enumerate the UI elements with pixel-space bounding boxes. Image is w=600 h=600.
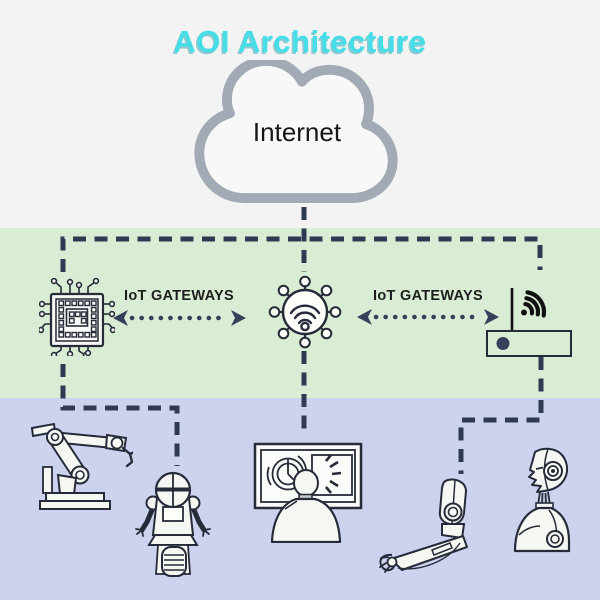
claw-hand	[379, 553, 398, 573]
internet-cloud-icon	[194, 60, 398, 204]
operator-screen-icon	[253, 442, 363, 543]
iot-hub-icon	[268, 275, 342, 349]
internet-label: Internet	[252, 117, 342, 147]
gripper	[121, 446, 133, 468]
router-icon	[486, 288, 572, 357]
microchip-icon	[39, 278, 115, 356]
wifi-icon	[289, 304, 321, 332]
router-led	[496, 337, 510, 350]
humanoid-robot-icon	[513, 447, 571, 553]
left-drop-line	[60, 364, 180, 466]
gateway-label-right: IoT GATEWAYS	[373, 288, 483, 304]
right-drop-line	[458, 357, 544, 474]
service-robot-icon	[135, 471, 211, 577]
top-bus-line	[60, 236, 543, 272]
gateway-arrow-left	[113, 310, 246, 326]
prosthetic-arm-icon	[379, 478, 468, 573]
page-title: AOI Architecture	[173, 24, 427, 59]
wifi-signal-icon	[521, 290, 547, 318]
industrial-robot-arm-icon	[30, 422, 133, 510]
fan-gauge	[325, 454, 342, 494]
gateway-label-left: IoT GATEWAYS	[124, 288, 234, 304]
gateway-arrow-right	[357, 309, 499, 325]
